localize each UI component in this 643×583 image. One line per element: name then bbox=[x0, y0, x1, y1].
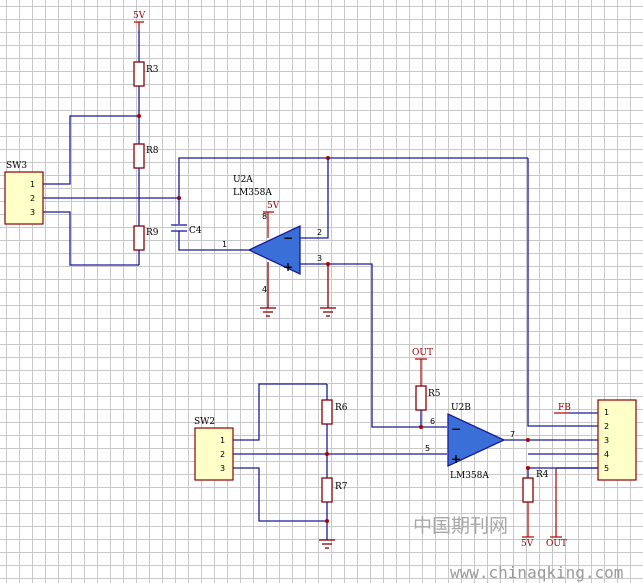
sw2-pin-3: 3 bbox=[220, 464, 225, 473]
sw3-wires bbox=[43, 115, 179, 266]
watermark-cn: 中国期刊网 bbox=[413, 515, 508, 537]
sw2-wires bbox=[233, 383, 447, 522]
capacitor-c4: C4 bbox=[171, 224, 202, 236]
vcc-r4: 5V bbox=[521, 502, 534, 549]
resistor-r4: R4 bbox=[522, 470, 549, 503]
u2a-ref: U2A bbox=[233, 175, 253, 185]
r8-label: R8 bbox=[146, 146, 159, 156]
u2b-plus: + bbox=[451, 452, 461, 466]
u2a-pin-2: 2 bbox=[317, 228, 322, 237]
u2b-minus: − bbox=[451, 422, 461, 436]
r7-label: R7 bbox=[335, 482, 348, 492]
u2b-part: LM358A bbox=[450, 471, 489, 481]
r5-label: R5 bbox=[428, 389, 441, 399]
resistor-r9: R9 bbox=[133, 225, 159, 251]
right-connector: 1 2 3 4 5 bbox=[597, 399, 637, 481]
ground-r7 bbox=[319, 539, 335, 549]
u2a-pin-1: 1 bbox=[222, 240, 227, 249]
out-right: OUT bbox=[546, 467, 598, 549]
r4-vcc-label: 5V bbox=[521, 539, 534, 549]
conn-pin-5: 5 bbox=[604, 464, 609, 473]
opamp-u2a: − + U2A LM358A bbox=[233, 175, 301, 276]
conn-pin-4: 4 bbox=[604, 450, 609, 459]
fb-label: FB bbox=[558, 403, 571, 413]
conn-pin-1: 1 bbox=[604, 408, 609, 417]
r6-label: R6 bbox=[335, 403, 348, 413]
r3-label: R3 bbox=[146, 65, 159, 75]
u2a-minus: − bbox=[283, 231, 293, 245]
sw3-label: SW3 bbox=[6, 161, 27, 171]
c4-label: C4 bbox=[189, 226, 202, 236]
vcc-top: 5V bbox=[133, 11, 146, 30]
r9-label: R9 bbox=[146, 228, 159, 238]
resistor-r6: R6 bbox=[321, 399, 348, 425]
u2a-part: LM358A bbox=[233, 188, 272, 198]
u2a-pin-4: 4 bbox=[262, 285, 267, 294]
u2a-pin-3: 3 bbox=[317, 254, 322, 263]
opamp-u2b: − + U2B LM358A bbox=[447, 403, 506, 481]
sw3-connector: SW3 1 2 3 bbox=[4, 161, 44, 225]
u2b-ref: U2B bbox=[451, 403, 471, 413]
u2a-vcc-label: 5V bbox=[267, 201, 280, 211]
fb-label-group: FB bbox=[554, 403, 571, 414]
resistor-r5: R5 bbox=[415, 385, 441, 411]
u2b-pin-5: 5 bbox=[425, 444, 430, 453]
ground-u2a bbox=[260, 307, 276, 317]
sw2-pin-2: 2 bbox=[220, 450, 225, 459]
right-out-label: OUT bbox=[546, 539, 567, 549]
watermark-url: www.chinaqking.com bbox=[450, 563, 623, 582]
sw3-pin-1: 1 bbox=[30, 180, 35, 189]
sw2-pin-1: 1 bbox=[220, 436, 225, 445]
r5-out-label: OUT bbox=[412, 348, 433, 358]
sw2-label: SW2 bbox=[194, 417, 215, 427]
u2a-pin-8: 8 bbox=[262, 212, 267, 221]
conn-pin-2: 2 bbox=[604, 422, 609, 431]
u2a-supply: 5V 8 4 bbox=[262, 201, 280, 308]
ground-u2a-pin3 bbox=[320, 307, 336, 317]
sw3-pin-3: 3 bbox=[30, 208, 35, 217]
r4-label: R4 bbox=[536, 470, 549, 480]
sw3-pin-2: 2 bbox=[30, 194, 35, 203]
resistor-r3: R3 bbox=[133, 61, 159, 87]
conn-pin-3: 3 bbox=[604, 436, 609, 445]
sw2-connector: SW2 1 2 3 bbox=[194, 417, 234, 481]
u2a-plus: + bbox=[283, 260, 293, 274]
u2b-pin-6: 6 bbox=[430, 417, 435, 426]
resistor-r8: R8 bbox=[133, 143, 159, 169]
vcc-top-label: 5V bbox=[133, 11, 146, 21]
out-r5: OUT bbox=[412, 348, 433, 386]
u2b-pin-7: 7 bbox=[510, 430, 515, 439]
resistor-r7: R7 bbox=[321, 477, 348, 503]
